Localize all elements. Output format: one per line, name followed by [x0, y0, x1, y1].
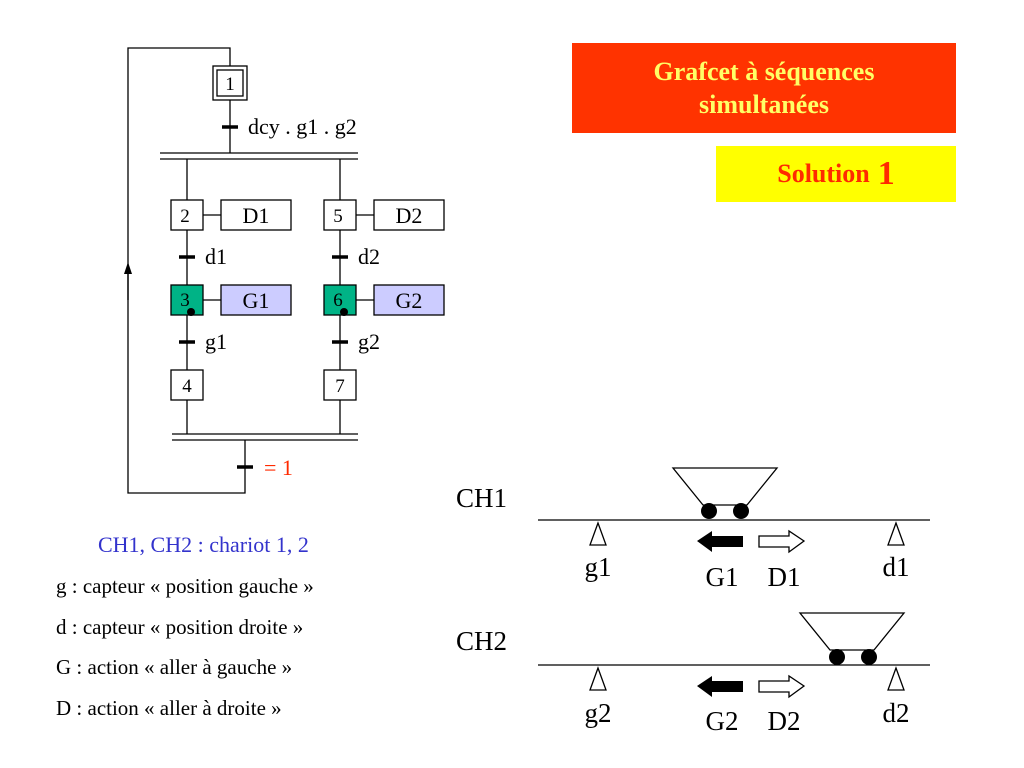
transition-start-label: dcy . g1 . g2: [248, 114, 357, 139]
chariot-2-wheel-left: [829, 649, 845, 665]
title-line-2: simultanées: [699, 90, 829, 119]
step-2-label: 2: [180, 206, 190, 227]
transition-d1-label: d1: [205, 244, 227, 269]
initial-step-inner: [216, 69, 244, 97]
action-d2-track-label: D2: [768, 706, 801, 736]
chariot-1-body: [671, 467, 779, 506]
action-d1-box: [220, 199, 292, 231]
step-3-label: 3: [180, 290, 190, 311]
arrow-left-g2-icon: [697, 676, 743, 697]
step-6-label: 6: [333, 290, 343, 311]
ch2-label: CH2: [456, 626, 507, 656]
chariot-2-body: [798, 612, 906, 651]
step-7-label: 7: [335, 376, 345, 397]
legend-line-d: d : capteur « position droite »: [56, 615, 304, 639]
sensor-d2-marker: [887, 666, 905, 691]
action-g2-label: G2: [396, 288, 423, 313]
sensor-g1-label: g1: [585, 552, 612, 582]
ch1-label: CH1: [456, 483, 507, 513]
action-g2-track-label: G2: [706, 706, 739, 736]
chariot-2-wheel-right: [861, 649, 877, 665]
solution-label: Solution: [777, 159, 870, 188]
legend-title: CH1, CH2 : chariot 1, 2: [98, 532, 309, 557]
sensor-d1-label: d1: [883, 552, 910, 582]
legend-line-G: G : action « aller à gauche »: [56, 655, 293, 679]
sensor-g2-label: g2: [585, 698, 612, 728]
token-step-3: [187, 308, 195, 316]
transition-d2-label: d2: [358, 244, 380, 269]
sensor-d2-label: d2: [883, 698, 910, 728]
step-4-label: 4: [182, 376, 192, 397]
step-6-active: [323, 284, 357, 316]
action-g1-track-label: G1: [706, 562, 739, 592]
action-g2-box: [373, 284, 445, 316]
action-d2-box: [373, 199, 445, 231]
legend-line-D: D : action « aller à droite »: [56, 696, 282, 720]
action-g1-label: G1: [243, 288, 270, 313]
action-d1-track-label: D1: [768, 562, 801, 592]
token-step-6: [340, 308, 348, 316]
chariot-1-wheel-right: [733, 503, 749, 519]
transition-g1-label: g1: [205, 329, 227, 354]
action-d1-label: D1: [243, 203, 270, 228]
arrow-left-g1-icon: [697, 531, 743, 552]
title-banner: Grafcet à séquences simultanées: [572, 43, 956, 133]
step-5-label: 5: [333, 206, 343, 227]
sensor-g1-marker: [589, 521, 607, 546]
sensor-g2-marker: [589, 666, 607, 691]
legend-line-g: g : capteur « position gauche »: [56, 574, 314, 598]
arrow-right-d2-icon: [758, 674, 806, 699]
sensor-d1-marker: [887, 521, 905, 546]
step-3-active: [170, 284, 204, 316]
action-g1-box: [220, 284, 292, 316]
transition-g2-label: g2: [358, 329, 380, 354]
title-line-1: Grafcet à séquences: [653, 57, 875, 86]
action-d2-label: D2: [396, 203, 423, 228]
solution-number: 1: [877, 155, 895, 192]
solution-banner: Solution 1: [716, 146, 956, 202]
arrow-right-d1-icon: [758, 529, 806, 554]
step-1-label: 1: [225, 74, 235, 95]
chariot-1-wheel-left: [701, 503, 717, 519]
transition-end-label: = 1: [264, 455, 293, 480]
loop-arrow-head: [124, 262, 132, 274]
